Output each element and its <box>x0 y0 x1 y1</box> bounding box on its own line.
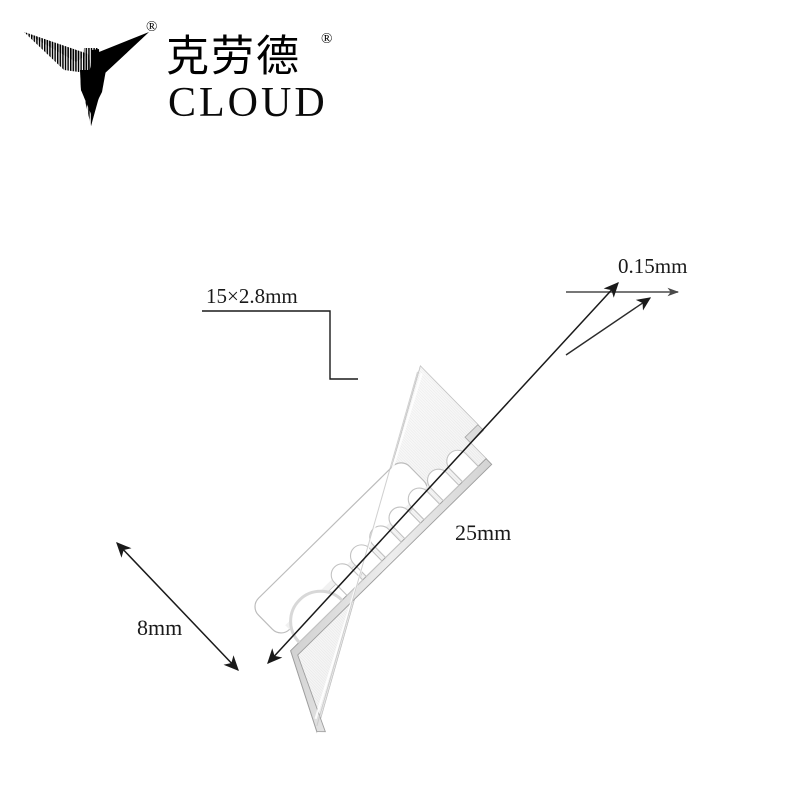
brand-logo: ® 克劳德 ® CLOUD <box>18 10 348 135</box>
dimension-length <box>267 281 619 665</box>
dimension-slot <box>202 310 358 380</box>
dimension-label-width: 8mm <box>137 615 183 640</box>
dimension-width <box>116 542 239 671</box>
brand-name-cn: 克劳德 <box>166 32 301 82</box>
brand-name-en: CLOUD <box>168 80 328 126</box>
cloud-bird-mark-icon <box>24 32 149 126</box>
dimension-thickness <box>565 287 680 356</box>
dimension-label-thickness: 0.15mm <box>618 254 688 278</box>
mark-registered-icon: ® <box>146 19 158 35</box>
brand-name-registered-icon: ® <box>321 31 333 47</box>
dimension-label-slot: 15×2.8mm <box>206 284 298 308</box>
dimension-label-length: 25mm <box>455 520 512 545</box>
